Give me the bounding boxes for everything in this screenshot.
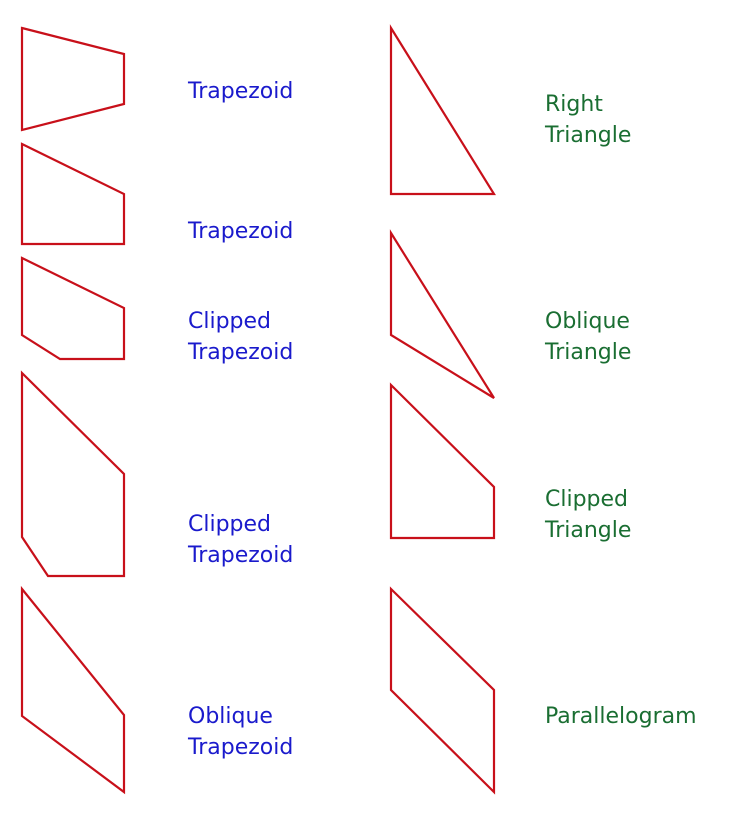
trapezoid-shape-2 xyxy=(20,142,126,246)
oblique-triangle-label: Oblique Triangle xyxy=(544,309,637,365)
right-triangle-shape xyxy=(389,24,496,196)
clipped-trapezoid-label-1: Clipped Trapezoid xyxy=(187,309,293,365)
trapezoid-shape-1 xyxy=(20,26,126,132)
clipped-trapezoid-label-2: Clipped Trapezoid xyxy=(187,512,293,568)
clipped-triangle-label: Clipped Triangle xyxy=(544,487,635,543)
clipped-triangle-shape xyxy=(389,382,496,540)
parallelogram-label: Parallelogram xyxy=(545,704,697,729)
trapezoid-label-1: Trapezoid xyxy=(187,79,293,104)
clipped-trapezoid-shape-1 xyxy=(20,256,126,361)
right-triangle-label: Right Triangle xyxy=(544,92,631,148)
trapezoid-label-2: Trapezoid xyxy=(187,219,293,244)
oblique-trapezoid-label: Oblique Trapezoid xyxy=(187,704,293,760)
clipped-trapezoid-shape-2 xyxy=(20,370,126,578)
oblique-triangle-shape xyxy=(389,229,495,399)
oblique-trapezoid-shape xyxy=(20,585,126,795)
parallelogram-shape xyxy=(389,586,496,795)
